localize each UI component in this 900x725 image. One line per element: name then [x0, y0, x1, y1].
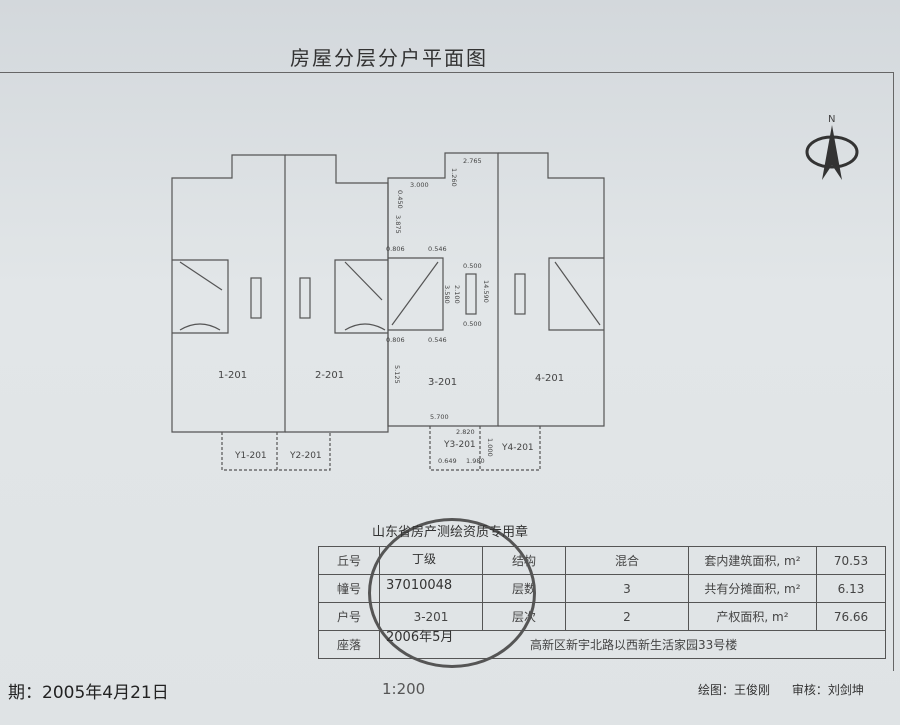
unit-label: 1-201	[218, 370, 247, 381]
dimension: 5.125	[393, 365, 401, 384]
drawing-frame	[0, 72, 894, 671]
shaft-2	[299, 277, 311, 319]
table-row: 丘号 结构 混合 套内建筑面积, m² 70.53	[318, 546, 886, 575]
scale: 1:200	[382, 680, 426, 698]
cell: 70.53	[816, 546, 886, 575]
unit-label: 2-201	[315, 370, 344, 381]
dimension: 2.100	[453, 285, 461, 304]
reviewed-by: 审核：刘剑坤	[791, 683, 864, 697]
yard-label: Y1-201	[234, 451, 267, 461]
dimension: 0.450	[396, 190, 404, 209]
yard-label: Y4-201	[501, 443, 534, 453]
dimension: 0.546	[428, 245, 447, 253]
cell: 层次	[482, 602, 566, 631]
cell: 座落	[318, 630, 380, 659]
stamp-date: 2006年5月	[386, 630, 454, 645]
yard-outlines	[221, 426, 541, 471]
stair-2	[334, 259, 388, 334]
north-arrow: N	[805, 114, 859, 180]
dimension: 5.700	[430, 413, 449, 421]
cell: 2	[565, 602, 689, 631]
dimension: 1.260	[450, 168, 458, 187]
cell: 幢号	[318, 574, 380, 603]
floor-plan: N 1-201 2-201 3-201 4-201 Y1-201 Y2-201 …	[171, 114, 859, 471]
cell: 3-201	[379, 602, 483, 631]
shaft-4	[514, 273, 526, 315]
unit-2-outline	[285, 154, 389, 433]
dimension: 3.875	[394, 215, 402, 234]
yard-label: Y2-201	[289, 451, 322, 461]
cell: 共有分摊面积, m²	[688, 574, 817, 603]
cell: 丘号	[318, 546, 380, 575]
survey-date: 期：2005年4月21日	[8, 683, 169, 703]
dimension: 14.590	[482, 280, 490, 303]
dimension: 2.765	[463, 157, 482, 165]
unit-4-outline	[498, 152, 605, 427]
cell	[379, 574, 483, 603]
dimension: 2.820	[456, 428, 475, 436]
page-title: 房屋分层分户平面图	[290, 46, 488, 70]
cell: 6.13	[816, 574, 886, 603]
dimension: 0.806	[386, 336, 405, 344]
stamp-code: 37010048	[386, 578, 453, 593]
unit-label: 4-201	[535, 373, 564, 384]
cell	[379, 546, 483, 575]
table-row: 户号 3-201 层次 2 产权面积, m² 76.66	[318, 602, 886, 631]
dimension: 3.000	[410, 181, 429, 189]
cell: 层数	[482, 574, 566, 603]
north-label: N	[828, 114, 835, 125]
dimension: 0.546	[428, 336, 447, 344]
stair-3	[388, 257, 444, 331]
dimension: 1.000	[486, 438, 494, 457]
dimension: 3.580	[443, 285, 451, 304]
dimension: 1.980	[466, 457, 485, 465]
signatures: 绘图：王俊刚 审核：刘剑坤	[698, 681, 882, 698]
yard-label: Y3-201	[443, 440, 476, 450]
dimension: 0.806	[386, 245, 405, 253]
stamp-grade: 丁级	[412, 552, 437, 566]
drawn-by: 绘图：王俊刚	[698, 683, 771, 697]
shaft-1	[250, 277, 262, 319]
unit-label: 3-201	[428, 377, 457, 388]
dimension: 0.500	[463, 262, 482, 270]
table-row: 座落 高新区新宇北路以西新生活家园33号楼	[318, 630, 886, 659]
cell: 套内建筑面积, m²	[688, 546, 817, 575]
cell: 结构	[482, 546, 566, 575]
cell: 3	[565, 574, 689, 603]
stair-4	[548, 257, 604, 331]
dimension: 0.649	[438, 457, 457, 465]
address-cell: 高新区新宇北路以西新生活家园33号楼	[379, 630, 886, 659]
stair-1	[172, 259, 229, 334]
shaft-3	[465, 273, 477, 315]
stamp-text: 山东省房产测绘资质专用章	[372, 525, 529, 540]
cell: 产权面积, m²	[688, 602, 817, 631]
cell: 混合	[565, 546, 689, 575]
dimension: 0.500	[463, 320, 482, 328]
cell: 户号	[318, 602, 380, 631]
cell: 76.66	[816, 602, 886, 631]
